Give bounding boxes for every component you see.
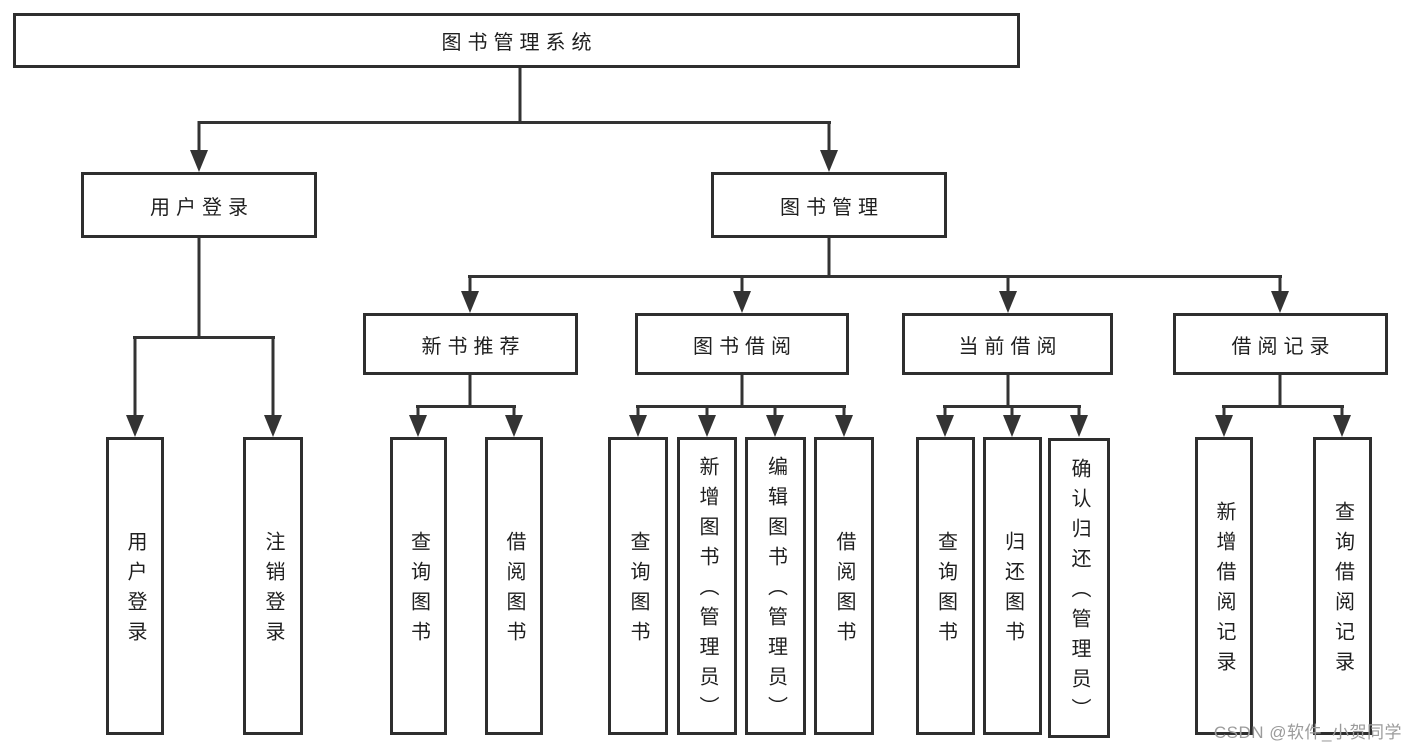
leaf-edit-books-admin: 编辑图书（管理员） xyxy=(745,437,806,735)
connector-arm-leaf xyxy=(512,405,516,417)
connector-arm-leaf xyxy=(1077,405,1081,417)
arrow-down-icon xyxy=(461,291,479,313)
leaf-add-borrow-record: 新增借阅记录 xyxy=(1195,437,1253,735)
arrow-down-icon xyxy=(936,415,954,437)
node-current-borrow-label: 当前借阅 xyxy=(958,335,1063,358)
connector-arm-leaf xyxy=(416,405,420,417)
arrow-down-icon xyxy=(1271,291,1289,313)
leaf-borrow-books-recommend-label: 借阅图书 xyxy=(503,531,525,651)
arrow-down-icon xyxy=(698,415,716,437)
leaf-edit-books-admin-label: 编辑图书（管理员） xyxy=(764,456,787,726)
leaf-query-books-recommend-label: 查询图书 xyxy=(407,531,430,651)
arrow-down-icon xyxy=(820,150,838,172)
connector-arm-user-login xyxy=(197,121,201,154)
leaf-logout: 注销登录 xyxy=(243,437,303,735)
connector-current-stem xyxy=(1006,375,1010,405)
leaf-logout-label: 注销登录 xyxy=(262,531,284,651)
arrow-down-icon xyxy=(126,415,144,437)
watermark: CSDN @软件_小贺同学 xyxy=(1213,723,1402,742)
leaf-borrow-books-recommend: 借阅图书 xyxy=(485,437,543,735)
connector-arm-current xyxy=(1006,275,1010,295)
leaf-user-login-label: 用户登录 xyxy=(124,531,146,651)
connector-newbook-crossbar xyxy=(416,405,516,408)
leaf-query-books-recommend: 查询图书 xyxy=(390,437,447,735)
node-current-borrow: 当前借阅 xyxy=(902,313,1113,375)
connector-arm-leaf xyxy=(943,405,947,417)
leaf-add-borrow-record-label: 新增借阅记录 xyxy=(1213,501,1235,681)
connector-arm-leaf xyxy=(271,336,275,417)
leaf-return-books-label: 归还图书 xyxy=(1001,531,1024,651)
arrow-down-icon xyxy=(1333,415,1351,437)
leaf-borrow-books: 借阅图书 xyxy=(814,437,874,735)
leaf-confirm-return-admin: 确认归还（管理员） xyxy=(1048,438,1110,738)
arrow-down-icon xyxy=(1215,415,1233,437)
node-new-book-recommend: 新书推荐 xyxy=(363,313,578,375)
connector-root-crossbar xyxy=(198,121,831,124)
arrow-down-icon xyxy=(629,415,647,437)
connector-arm-leaf xyxy=(773,405,777,417)
arrow-down-icon xyxy=(733,291,751,313)
arrow-down-icon xyxy=(190,150,208,172)
connector-bookmgmt-stem xyxy=(827,238,831,275)
connector-arm-borrow xyxy=(740,275,744,295)
connector-arm-leaf xyxy=(842,405,846,417)
arrow-down-icon xyxy=(835,415,853,437)
leaf-query-books-current: 查询图书 xyxy=(916,437,975,735)
leaf-add-books-admin: 新增图书（管理员） xyxy=(677,437,737,735)
leaf-query-borrow-record-label: 查询借阅记录 xyxy=(1331,501,1354,681)
connector-borrow-stem xyxy=(740,375,744,405)
node-book-management: 图书管理 xyxy=(711,172,947,238)
connector-arm-book-mgmt xyxy=(827,121,831,154)
leaf-confirm-return-admin-label: 确认归还（管理员） xyxy=(1068,458,1090,728)
node-new-book-recommend-label: 新书推荐 xyxy=(421,335,526,358)
connector-arm-leaf xyxy=(1010,405,1014,417)
connector-borrow-crossbar xyxy=(636,405,846,408)
arrow-down-icon xyxy=(1070,415,1088,437)
connector-arm-leaf xyxy=(133,336,137,417)
connector-arm-records xyxy=(1278,275,1282,295)
leaf-query-books-current-label: 查询图书 xyxy=(934,531,957,651)
arrow-down-icon xyxy=(409,415,427,437)
connector-root-stem xyxy=(518,68,522,121)
node-borrow-records: 借阅记录 xyxy=(1173,313,1388,375)
connector-arm-leaf xyxy=(1340,405,1344,417)
connector-arm-leaf xyxy=(1222,405,1226,417)
connector-records-crossbar xyxy=(1222,405,1344,408)
connector-userlogin-stem xyxy=(197,238,201,336)
node-root-label: 图书管理系统 xyxy=(441,32,598,54)
node-user-login-label: 用户登录 xyxy=(150,196,254,219)
arrow-down-icon xyxy=(766,415,784,437)
arrow-down-icon xyxy=(1003,415,1021,437)
arrow-down-icon xyxy=(505,415,523,437)
connector-arm-new-book xyxy=(468,275,472,295)
node-borrow-records-label: 借阅记录 xyxy=(1231,335,1336,358)
leaf-query-borrow-record: 查询借阅记录 xyxy=(1313,437,1372,735)
connector-bookmgmt-crossbar xyxy=(468,275,1282,278)
node-book-borrow: 图书借阅 xyxy=(635,313,849,375)
leaf-user-login: 用户登录 xyxy=(106,437,164,735)
arrow-down-icon xyxy=(264,415,282,437)
connector-records-stem xyxy=(1278,375,1282,405)
connector-userlogin-crossbar xyxy=(133,336,275,339)
node-book-management-label: 图书管理 xyxy=(780,196,884,219)
node-root: 图书管理系统 xyxy=(13,13,1020,68)
leaf-add-books-admin-label: 新增图书（管理员） xyxy=(696,456,718,726)
connector-arm-leaf xyxy=(636,405,640,417)
leaf-query-books-borrow-label: 查询图书 xyxy=(627,531,649,651)
leaf-query-books-borrow: 查询图书 xyxy=(608,437,668,735)
leaf-return-books: 归还图书 xyxy=(983,437,1042,735)
connector-arm-leaf xyxy=(705,405,709,417)
leaf-borrow-books-label: 借阅图书 xyxy=(833,531,855,651)
connector-newbook-stem xyxy=(468,375,472,405)
arrow-down-icon xyxy=(999,291,1017,313)
node-user-login: 用户登录 xyxy=(81,172,317,238)
node-book-borrow-label: 图书借阅 xyxy=(693,335,797,358)
